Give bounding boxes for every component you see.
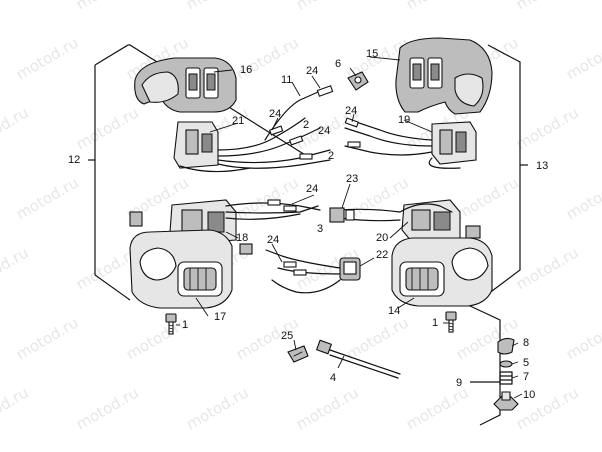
right-upper-housing (395, 37, 493, 115)
right-group-frame (479, 44, 528, 301)
label-2-lower: 2 (328, 150, 334, 162)
cable-tie-4 (315, 339, 401, 379)
label-22: 22 (376, 249, 388, 261)
watermark-layer: motod.ru motod.ru motod.ru motod.ru motod.ru… (0, 0, 602, 433)
watermark-text: motod.ru (293, 383, 362, 433)
label-1-left: 1 (182, 319, 188, 331)
label-19: 19 (398, 114, 410, 126)
label-8: 8 (523, 337, 529, 349)
label-10: 10 (523, 389, 535, 401)
watermark-text: motod.ru (183, 0, 252, 13)
watermark-text: motod.ru (0, 383, 32, 433)
left-lower-housing (129, 211, 253, 309)
watermark-text: motod.ru (183, 383, 252, 433)
watermark-text: motod.ru (513, 0, 582, 13)
part-5 (499, 360, 513, 368)
label-24-top: 24 (306, 65, 318, 77)
label-11: 11 (281, 74, 292, 86)
label-16: 16 (240, 64, 252, 76)
small-switch-6 (347, 71, 369, 91)
group-9-frame (467, 304, 501, 426)
knob-10 (493, 391, 519, 411)
watermark-text: motod.ru (403, 0, 472, 13)
watermark-text: motod.ru (13, 33, 82, 83)
watermark-text: motod.ru (563, 173, 602, 223)
label-7: 7 (523, 371, 529, 383)
watermark-text: motod.ru (343, 313, 412, 363)
label-20: 20 (376, 232, 388, 244)
right-lower-housing (391, 225, 493, 307)
watermark-text: motod.ru (293, 0, 362, 13)
watermark-text: motod.ru (73, 383, 142, 433)
watermark-text: motod.ru (13, 313, 82, 363)
watermark-text: motod.ru (563, 313, 602, 363)
label-3: 3 (317, 223, 323, 235)
label-24-left-mid: 24 (318, 125, 330, 137)
watermark-text: motod.ru (0, 0, 32, 13)
connector-22 (265, 249, 361, 294)
label-1-right: 1 (432, 317, 438, 329)
label-2-upper: 2 (303, 119, 309, 131)
watermark-text: motod.ru (513, 243, 582, 293)
screw-left (165, 313, 177, 335)
right-switch-block (344, 117, 477, 169)
watermark-text: motod.ru (403, 383, 472, 433)
connector-23 (329, 207, 401, 223)
clip-25 (287, 345, 309, 363)
label-13: 13 (536, 160, 548, 172)
part-labels: 16 15 6 11 24 21 24 2 24 2 24 19 12 13 2… (68, 48, 548, 401)
screw-right (445, 311, 457, 333)
left-switch-block (173, 117, 331, 173)
right-lower-switch (399, 199, 461, 243)
label-12: 12 (68, 154, 80, 166)
watermark-text: motod.ru (563, 33, 602, 83)
left-upper-housing (134, 57, 237, 113)
label-5: 5 (523, 357, 529, 369)
watermark-text: motod.ru (513, 103, 582, 153)
label-4: 4 (330, 372, 336, 384)
leader-lines (176, 56, 523, 399)
label-24-right: 24 (345, 105, 357, 117)
cable-11 (264, 85, 334, 160)
label-14: 14 (388, 305, 400, 317)
label-25: 25 (281, 330, 293, 342)
watermark-text: motod.ru (73, 103, 142, 153)
label-24-lower: 24 (267, 234, 279, 246)
label-15: 15 (366, 48, 378, 60)
watermark-text: motod.ru (0, 103, 32, 153)
label-17: 17 (214, 311, 226, 323)
spring-7 (499, 371, 513, 385)
label-9: 9 (456, 377, 462, 389)
watermark-text: motod.ru (73, 0, 142, 13)
watermark-text: motod.ru (0, 243, 32, 293)
label-24-center: 24 (306, 183, 318, 195)
watermark-text: motod.ru (453, 173, 522, 223)
label-23: 23 (346, 173, 358, 185)
label-18: 18 (236, 232, 248, 244)
watermark-text: motod.ru (13, 173, 82, 223)
label-24-left-upper: 24 (269, 108, 281, 120)
label-6: 6 (335, 58, 341, 70)
label-21: 21 (232, 115, 244, 127)
part-8 (497, 337, 515, 355)
